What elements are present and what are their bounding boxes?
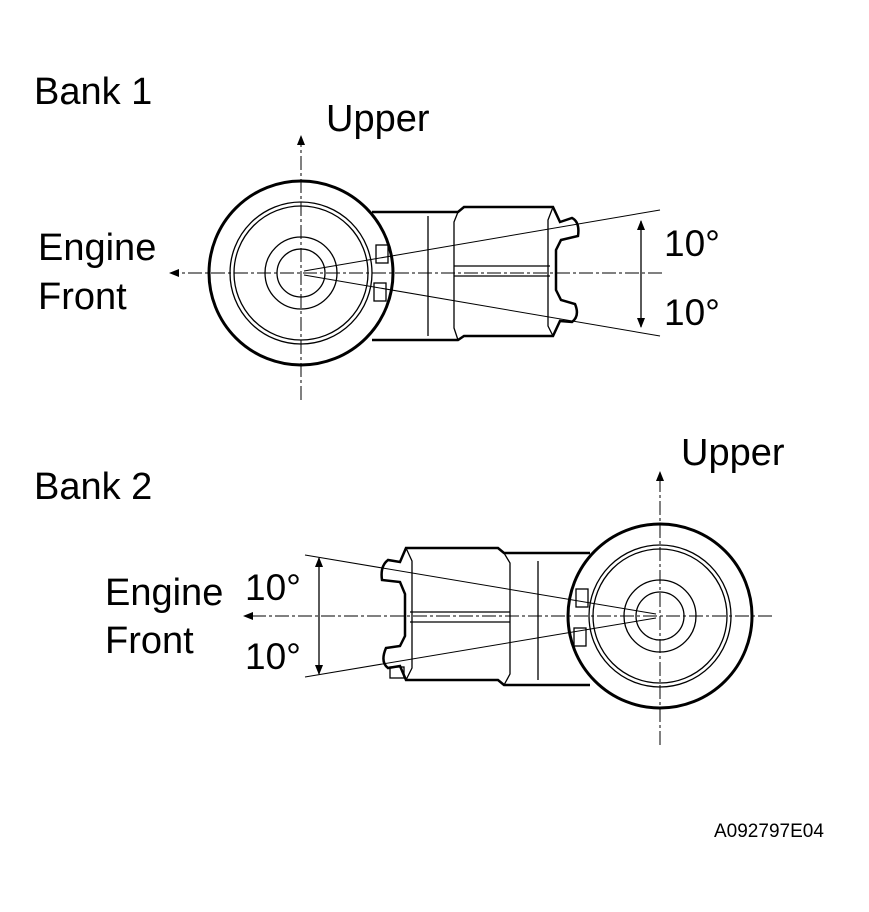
bank2-connector-tab-lower [573,627,587,647]
bank1-title: Bank 1 [34,71,152,113]
bank1-connector-tab-upper [375,244,389,264]
bank1-upper-label: Upper [326,98,430,140]
bank1-angle-line-lower [303,274,661,337]
bank2-angle-upper-label: 10° [245,567,301,608]
bank1-group: Bank 1 Upper Engine Front 10° 10° [34,71,720,400]
bank2-group: Bank 2 Upper Engine Front 10° 10° [34,432,785,745]
bank1-angle-upper-label: 10° [664,223,720,264]
figure-code: A092797E04 [714,821,824,842]
bank2-upper-label: Upper [681,432,785,474]
bank2-connector-body [380,546,590,687]
bank1-angle-lower-label: 10° [664,292,720,333]
bank1-connector-tab-lower [373,282,387,302]
bank1-angle-line-upper [303,209,661,272]
bank1-connector-body [372,205,580,342]
bank2-angle-line-lower [304,617,657,678]
bank2-angle-lower-label: 10° [245,636,301,677]
bank2-title: Bank 2 [34,466,152,508]
bank2-front-label: Front [105,620,194,662]
bank2-engine-label: Engine [105,572,223,614]
bank2-connector-tab-upper [575,588,589,608]
bank1-engine-label: Engine [38,227,156,269]
bank1-front-label: Front [38,276,127,318]
bank2-angle-line-upper [304,554,657,615]
